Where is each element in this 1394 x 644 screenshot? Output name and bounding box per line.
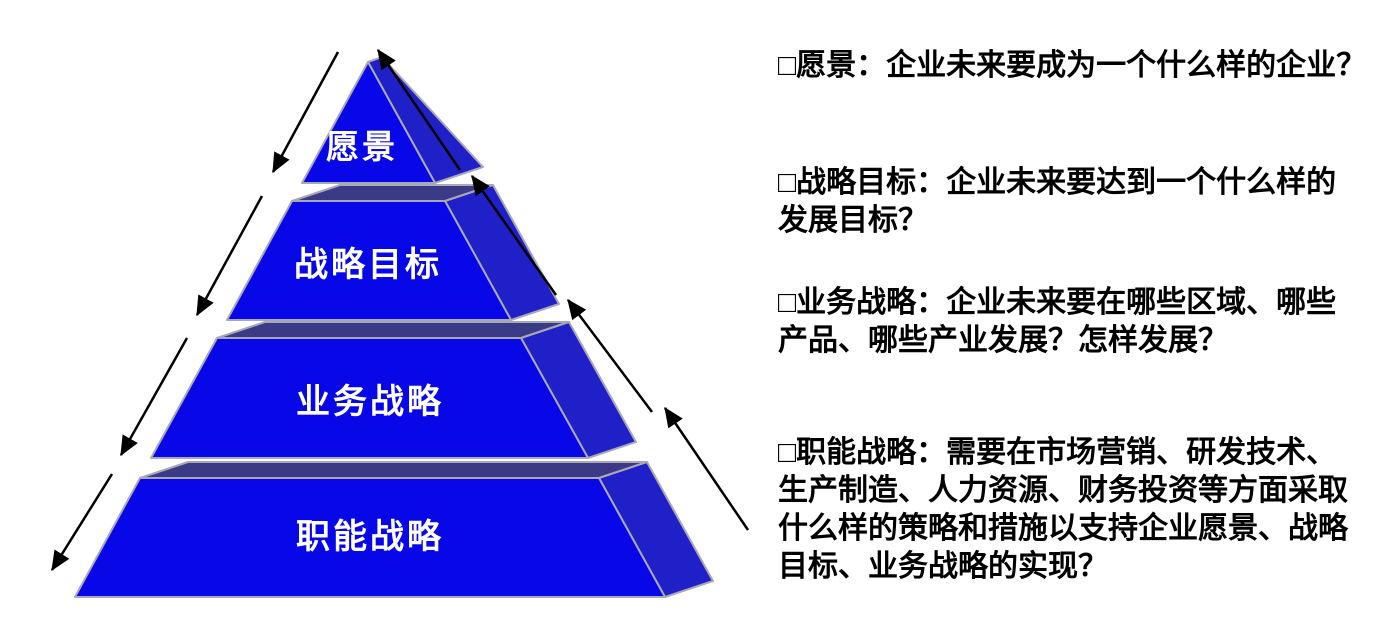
pyramid-level-2-front-face bbox=[226, 200, 512, 321]
down-arrow-4 bbox=[50, 473, 114, 572]
pyramid-level-2: 战略目标 bbox=[226, 184, 560, 321]
up-arrow-1 bbox=[376, 48, 462, 171]
annotation-strategic-goals: □战略目标：企业未来要达到一个什么样的 发展目标？ bbox=[778, 166, 1337, 237]
pyramid-level-1-front-face bbox=[301, 61, 436, 184]
down-arrow-2 bbox=[195, 195, 264, 317]
pyramid-level-3: 业务战略 bbox=[150, 321, 637, 459]
left-cascade-arrows bbox=[50, 51, 340, 572]
right-support-arrows bbox=[376, 48, 750, 531]
pyramid-level-3-front-face bbox=[150, 337, 589, 459]
pyramid-level-4-front-face bbox=[74, 477, 666, 598]
pyramid-level-3-top-face bbox=[216, 321, 570, 339]
annotation-business-strategy: □业务战略：企业未来要在哪些区域、哪些 产品、哪些产业发展？怎样发展？ bbox=[778, 286, 1337, 357]
up-arrow-4 bbox=[663, 406, 750, 531]
pyramid-level-4: 职能战略 bbox=[74, 461, 714, 598]
annotations-panel: □愿景：企业未来要成为一个什么样的企业？ □战略目标：企业未来要达到一个什么样的… bbox=[778, 0, 1390, 644]
annotation-vision: □愿景：企业未来要成为一个什么样的企业？ bbox=[778, 49, 1367, 82]
pyramid-level-2-label: 战略目标 bbox=[294, 246, 442, 284]
up-arrow-3 bbox=[567, 299, 653, 413]
annotation-functional-strategy: □职能战略：需要在市场营销、研发技术、 生产制造、人力资源、财务投资等方面采取 … bbox=[778, 436, 1348, 583]
pyramid-level-4-top-face bbox=[139, 461, 648, 479]
down-arrow-1 bbox=[271, 51, 340, 174]
up-arrow-2 bbox=[470, 174, 558, 296]
pyramid-level-1-label: 愿景 bbox=[326, 130, 398, 166]
down-arrow-3 bbox=[119, 337, 189, 457]
pyramid-level-4-label: 职能战略 bbox=[296, 518, 444, 556]
pyramid-diagram: 职能战略 业务战略 战略目标 愿景 bbox=[50, 48, 750, 598]
pyramid-level-3-label: 业务战略 bbox=[296, 383, 444, 421]
